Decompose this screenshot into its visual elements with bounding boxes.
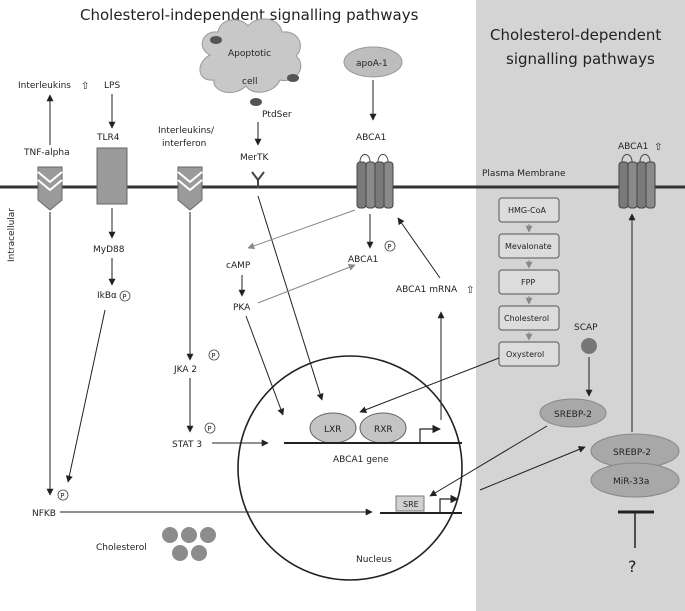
abca1-phospho-label: P [387,243,391,251]
cholesterol-dot-4 [172,545,188,561]
camp-label: cAMP [226,261,251,271]
pka-to-abca1-arrow [257,264,356,304]
apoa1-ellipse [343,46,403,78]
apoptotic-cell-cloud [199,18,302,94]
srebp2-label-b: SREBP-2 [613,448,651,458]
interleukin-receptor [177,166,203,211]
tlr4-label: TLR4 [96,133,120,143]
abca1-promoter-arrow [419,424,441,443]
jka2-phospho-label: P [211,352,215,360]
oxysterol-to-lxr-arrow [359,357,500,413]
apoptotic-dot-3 [250,98,262,106]
unknown-regulator-label: ? [628,557,637,576]
abca1-up-label: ABCA1 [618,142,648,152]
title-dependent-line1: Cholesterol-dependent [490,26,661,44]
pathway-label-hmgcoa: HMG-CoA [508,206,546,215]
pathway-box-hmgcoa [498,197,560,223]
pathway-box-fpp [498,269,560,295]
apoptotic-label-2: cell [242,77,258,87]
stat3-phospho-label: P [207,425,211,433]
stat3-phospho-icon [204,422,216,434]
abca1-mrna-label: ABCA1 mRNA [396,285,458,295]
ptdser-label: PtdSer [262,110,292,120]
pka-to-lxr-arrow [245,315,285,416]
sre-promoter-arrow [439,494,459,513]
cholesterol-dot-1 [162,527,178,543]
cholesterol-dot-2 [181,527,197,543]
apoptotic-label-1: Apoptotic [228,49,271,59]
cholesterol-dot-3 [200,527,216,543]
mertk-to-lxr-arrow [257,195,324,401]
abca1-phospho-icon [384,240,396,252]
abca1-transporter-right-icon [618,154,656,209]
mertk-receptor-icon [251,171,265,188]
mertk-label: MerTK [240,153,270,163]
apoa1-label: apoA-1 [356,59,388,69]
interleukins-out-label: Interleukins [18,81,71,91]
sre-box [395,495,425,512]
mir33a-label: MiR-33a [613,477,649,487]
pathway-box-cholesterol [498,305,560,331]
pathway-label-cholesterol: Cholesterol [504,314,549,323]
tnf-alpha-label: TNF-alpha [23,148,70,158]
pathway-label-oxysterol: Oxysterol [506,350,544,359]
abca1-gene-label: ABCA1 gene [333,455,389,465]
rxr-label: RXR [374,425,393,435]
tnf-alpha-receptor [37,166,63,211]
abca1-up-symbol: ⇧ [654,142,662,153]
intracellular-label: Intracellular [7,208,17,262]
title-independent: Cholesterol-independent signalling pathw… [80,6,419,24]
apoptotic-dot-2 [287,74,299,82]
scap-icon [581,338,597,354]
cholesterol-dot-5 [191,545,207,561]
srebp2-ellipse-a [539,398,607,428]
nfkb-phospho-label: P [60,492,64,500]
srebp2-label-a: SREBP-2 [554,410,592,420]
ikb-phospho-label: P [122,293,126,301]
nucleus-label: Nucleus [356,555,392,565]
mir33a-ellipse [590,462,680,498]
interleukins-interferon-label-2: interferon [162,139,206,149]
abca1-to-camp-arrow [247,209,356,250]
scap-label: SCAP [574,323,598,333]
abca1-mrna-up-symbol: ⇧ [466,285,474,296]
interleukins-interferon-label-1: Interleukins/ [158,126,215,136]
pathway-box-mevalonate [498,233,560,259]
srebp2-to-sre-arrow [429,425,548,497]
plasma-membrane-label: Plasma Membrane [482,169,566,179]
jka2-label: JKA 2 [173,365,197,375]
sre-to-srebp2-arrow [479,446,586,491]
nfkb-phospho-icon [57,489,69,501]
ikb-phospho-icon [119,290,131,302]
pka-label: PKA [233,303,251,313]
myd88-label: MyD88 [93,245,125,255]
tnf-alpha-receptor-chevron [37,171,63,192]
pathway-label-fpp: FPP [521,278,535,287]
apoptotic-dot-1 [210,36,222,44]
mrna-to-abca1-arrow [397,217,441,279]
nfkb-label: NFKB [32,509,56,519]
cholesterol-label: Cholesterol [96,543,147,553]
pathway-box-oxysterol [498,341,560,367]
title-dependent-line2: signalling pathways [506,50,655,68]
pathway-label-mevalonate: Mevalonate [505,242,552,251]
abca1-transporter-icon [356,154,394,209]
abca1-top-label: ABCA1 [356,133,386,143]
jka2-phospho-icon [208,349,220,361]
interleukin-receptor-chevron [177,171,203,192]
tlr4-receptor [96,147,128,205]
ikb-to-nfkb-arrow [65,309,106,483]
ikb-label: IkBα [97,291,117,301]
lps-label: LPS [104,81,120,91]
abca1-inner-label: ABCA1 [348,255,378,265]
nucleus [237,355,463,581]
interleukins-up-symbol: ⇧ [81,81,89,92]
stat3-label: STAT 3 [172,440,202,450]
lxr-label: LXR [324,425,341,435]
sre-label: SRE [403,500,419,509]
